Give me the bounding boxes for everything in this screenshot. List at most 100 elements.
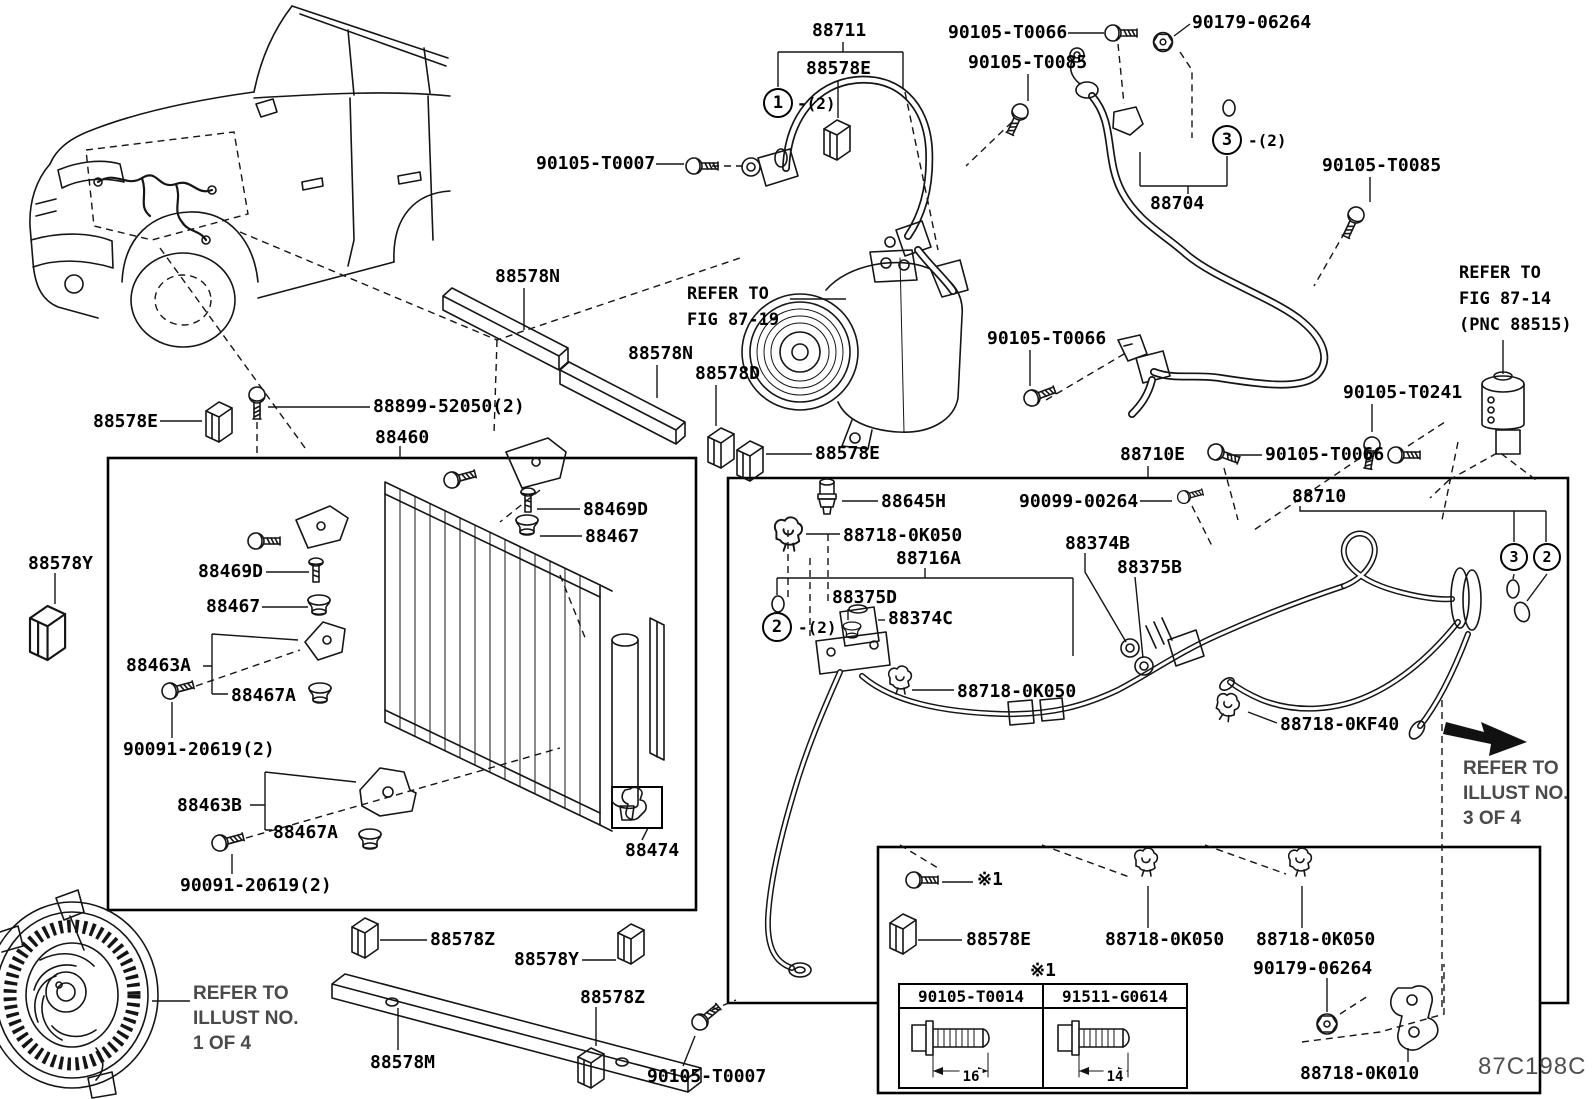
bolt-glyph bbox=[905, 871, 939, 889]
part-label-88375b: 88375B bbox=[1117, 557, 1183, 578]
nut-glyph bbox=[1316, 1013, 1338, 1035]
part-label-88578e-3: 88578E bbox=[815, 443, 881, 464]
bolt-size-column-1: 90105-T0014 bbox=[900, 985, 1044, 1007]
part-label-90105-t0007-2: 90105-T0007 bbox=[647, 1066, 767, 1087]
part-label-90105-t0085-2: 90105-T0085 bbox=[1322, 155, 1442, 176]
callout-2-qty: -(2) bbox=[798, 618, 837, 637]
note-refer-fig-87-19: REFER TO FIG 87-19 bbox=[687, 284, 780, 330]
pipe-clip-glyph bbox=[1133, 847, 1159, 877]
screw-glyph bbox=[308, 557, 324, 583]
part-label-88718-0k050-2: 88718-0K050 bbox=[957, 681, 1077, 702]
part-label-88578z-2: 88578Z bbox=[580, 987, 646, 1008]
part-label-88578z-1: 88578Z bbox=[430, 929, 496, 950]
part-label-88463a: 88463A bbox=[126, 655, 192, 676]
part-label-88374c: 88374C bbox=[888, 608, 954, 629]
cushion-glyph bbox=[308, 682, 332, 704]
note-refer-fig-87-14: REFER TO FIG 87-14 (PNC 88515) bbox=[1459, 263, 1572, 335]
part-label-88463b: 88463B bbox=[177, 795, 243, 816]
bolt-glyph bbox=[1001, 100, 1032, 138]
insulator-pad bbox=[889, 913, 917, 955]
part-label-90105-t0241: 90105-T0241 bbox=[1343, 382, 1463, 403]
part-label-88710: 88710 bbox=[1292, 486, 1347, 507]
note-illust-3-of-4: REFER TO ILLUST NO. 3 OF 4 bbox=[1463, 758, 1569, 829]
insulator-pad bbox=[736, 440, 764, 482]
part-label-88718-0k050-3: 88718-0K050 bbox=[1105, 929, 1225, 950]
part-label-88467a-1: 88467A bbox=[231, 685, 297, 706]
callout-1-qty: -(2) bbox=[797, 94, 836, 113]
vehicle-sketch bbox=[29, 5, 451, 348]
part-label-88578n-1: 88578N bbox=[495, 266, 561, 287]
part-label-ref1-bolt: ※1 bbox=[977, 869, 1003, 890]
insulator-pad bbox=[617, 923, 645, 965]
bolt-glyph bbox=[159, 676, 197, 702]
callout-3-right-number: 3 bbox=[1509, 548, 1519, 566]
expansion-valve bbox=[1481, 371, 1525, 455]
part-label-88578m: 88578M bbox=[370, 1052, 436, 1073]
bolt-glyph bbox=[441, 465, 479, 491]
part-label-88375d: 88375D bbox=[832, 587, 898, 608]
part-label-90105-t0085-1: 90105-T0085 bbox=[968, 52, 1088, 73]
part-label-88718-0k010: 88718-0K010 bbox=[1300, 1063, 1420, 1084]
part-label-88467a-2: 88467A bbox=[273, 822, 339, 843]
part-label-88718-0kf40: 88718-0KF40 bbox=[1280, 714, 1400, 735]
part-label-88578e-4: 88578E bbox=[966, 929, 1032, 950]
insulator-pad bbox=[28, 604, 67, 662]
callout-circle-3-top: 3 bbox=[1212, 125, 1242, 155]
bolt-glyph bbox=[1387, 446, 1421, 464]
part-label-88474: 88474 bbox=[625, 840, 680, 861]
part-label-90091-20619-1: 90091-20619(2) bbox=[123, 739, 275, 760]
cushion-glyph bbox=[515, 514, 539, 536]
part-label-88578n-2: 88578N bbox=[628, 343, 694, 364]
part-label-88711: 88711 bbox=[812, 20, 867, 41]
part-label-88469d-2: 88469D bbox=[198, 561, 264, 582]
nut-glyph bbox=[1152, 31, 1174, 53]
part-label-90105-t0066-1: 90105-T0066 bbox=[948, 22, 1068, 43]
bolt-size-column-2: 91511-G0614 bbox=[1062, 986, 1168, 1006]
drawing-code: 87C198C bbox=[1478, 1053, 1587, 1080]
callout-2-number: 2 bbox=[771, 617, 783, 637]
part-label-88578y-2: 88578Y bbox=[514, 949, 580, 970]
pipe-clip-glyph bbox=[1211, 689, 1243, 725]
bolt-glyph bbox=[247, 532, 281, 550]
bolt-glyph bbox=[209, 828, 247, 854]
bolt-glyph bbox=[1020, 381, 1059, 410]
bolt-glyph bbox=[1104, 24, 1138, 42]
callout-3-top-number: 3 bbox=[1221, 130, 1233, 150]
bolt-size-cell-2: 14 bbox=[1044, 1009, 1186, 1087]
group-boxes bbox=[106, 456, 1570, 1095]
liquid-tube-assembly bbox=[764, 530, 1531, 978]
cushion-glyph bbox=[307, 594, 331, 616]
callout-circle-1: 1 bbox=[763, 88, 793, 118]
dashed-reference-lines bbox=[159, 43, 1537, 1043]
part-label-88718-0k050-4: 88718-0K050 bbox=[1256, 929, 1376, 950]
bolt-length-dim-2: 14 bbox=[1103, 1069, 1127, 1085]
callout-circle-2-right: 2 bbox=[1533, 543, 1561, 571]
condenser bbox=[295, 437, 665, 832]
pressure-sensor-glyph bbox=[817, 478, 837, 515]
insulator-pad bbox=[707, 427, 735, 469]
insulator-pad bbox=[205, 401, 233, 443]
part-label-88704: 88704 bbox=[1150, 193, 1205, 214]
part-label-88578e-1: 88578E bbox=[806, 58, 872, 79]
insulator-pad bbox=[823, 119, 851, 161]
part-label-88710e: 88710E bbox=[1120, 444, 1186, 465]
bolt-size-table-header: 90105-T0014 91511-G0614 bbox=[900, 985, 1186, 1009]
part-label-88467-2: 88467 bbox=[206, 596, 261, 617]
part-label-88374b: 88374B bbox=[1065, 533, 1131, 554]
note-illust-1-of-4: REFER TO ILLUST NO. 1 OF 4 bbox=[193, 983, 299, 1054]
bolt-glyph bbox=[1175, 485, 1205, 506]
bolt-size-cell-1: 16 bbox=[900, 1009, 1044, 1087]
callout-circle-2: 2 bbox=[762, 612, 792, 642]
pipe-clip-glyph bbox=[887, 665, 913, 695]
part-label-90099-00264: 90099-00264 bbox=[1019, 491, 1139, 512]
part-label-88469d-1: 88469D bbox=[583, 499, 649, 520]
callout-1-number: 1 bbox=[772, 93, 784, 113]
bolt-length-dim-1: 16 bbox=[959, 1069, 983, 1085]
condenser-fan bbox=[0, 889, 159, 1099]
part-label-88578y-1: 88578Y bbox=[28, 553, 94, 574]
part-label-90105-t0066-2: 90105-T0066 bbox=[987, 328, 1107, 349]
part-label-88899-52050: 88899-52050(2) bbox=[373, 396, 525, 417]
bolt-glyph bbox=[687, 999, 725, 1035]
callout-2-right-number: 2 bbox=[1542, 548, 1552, 566]
